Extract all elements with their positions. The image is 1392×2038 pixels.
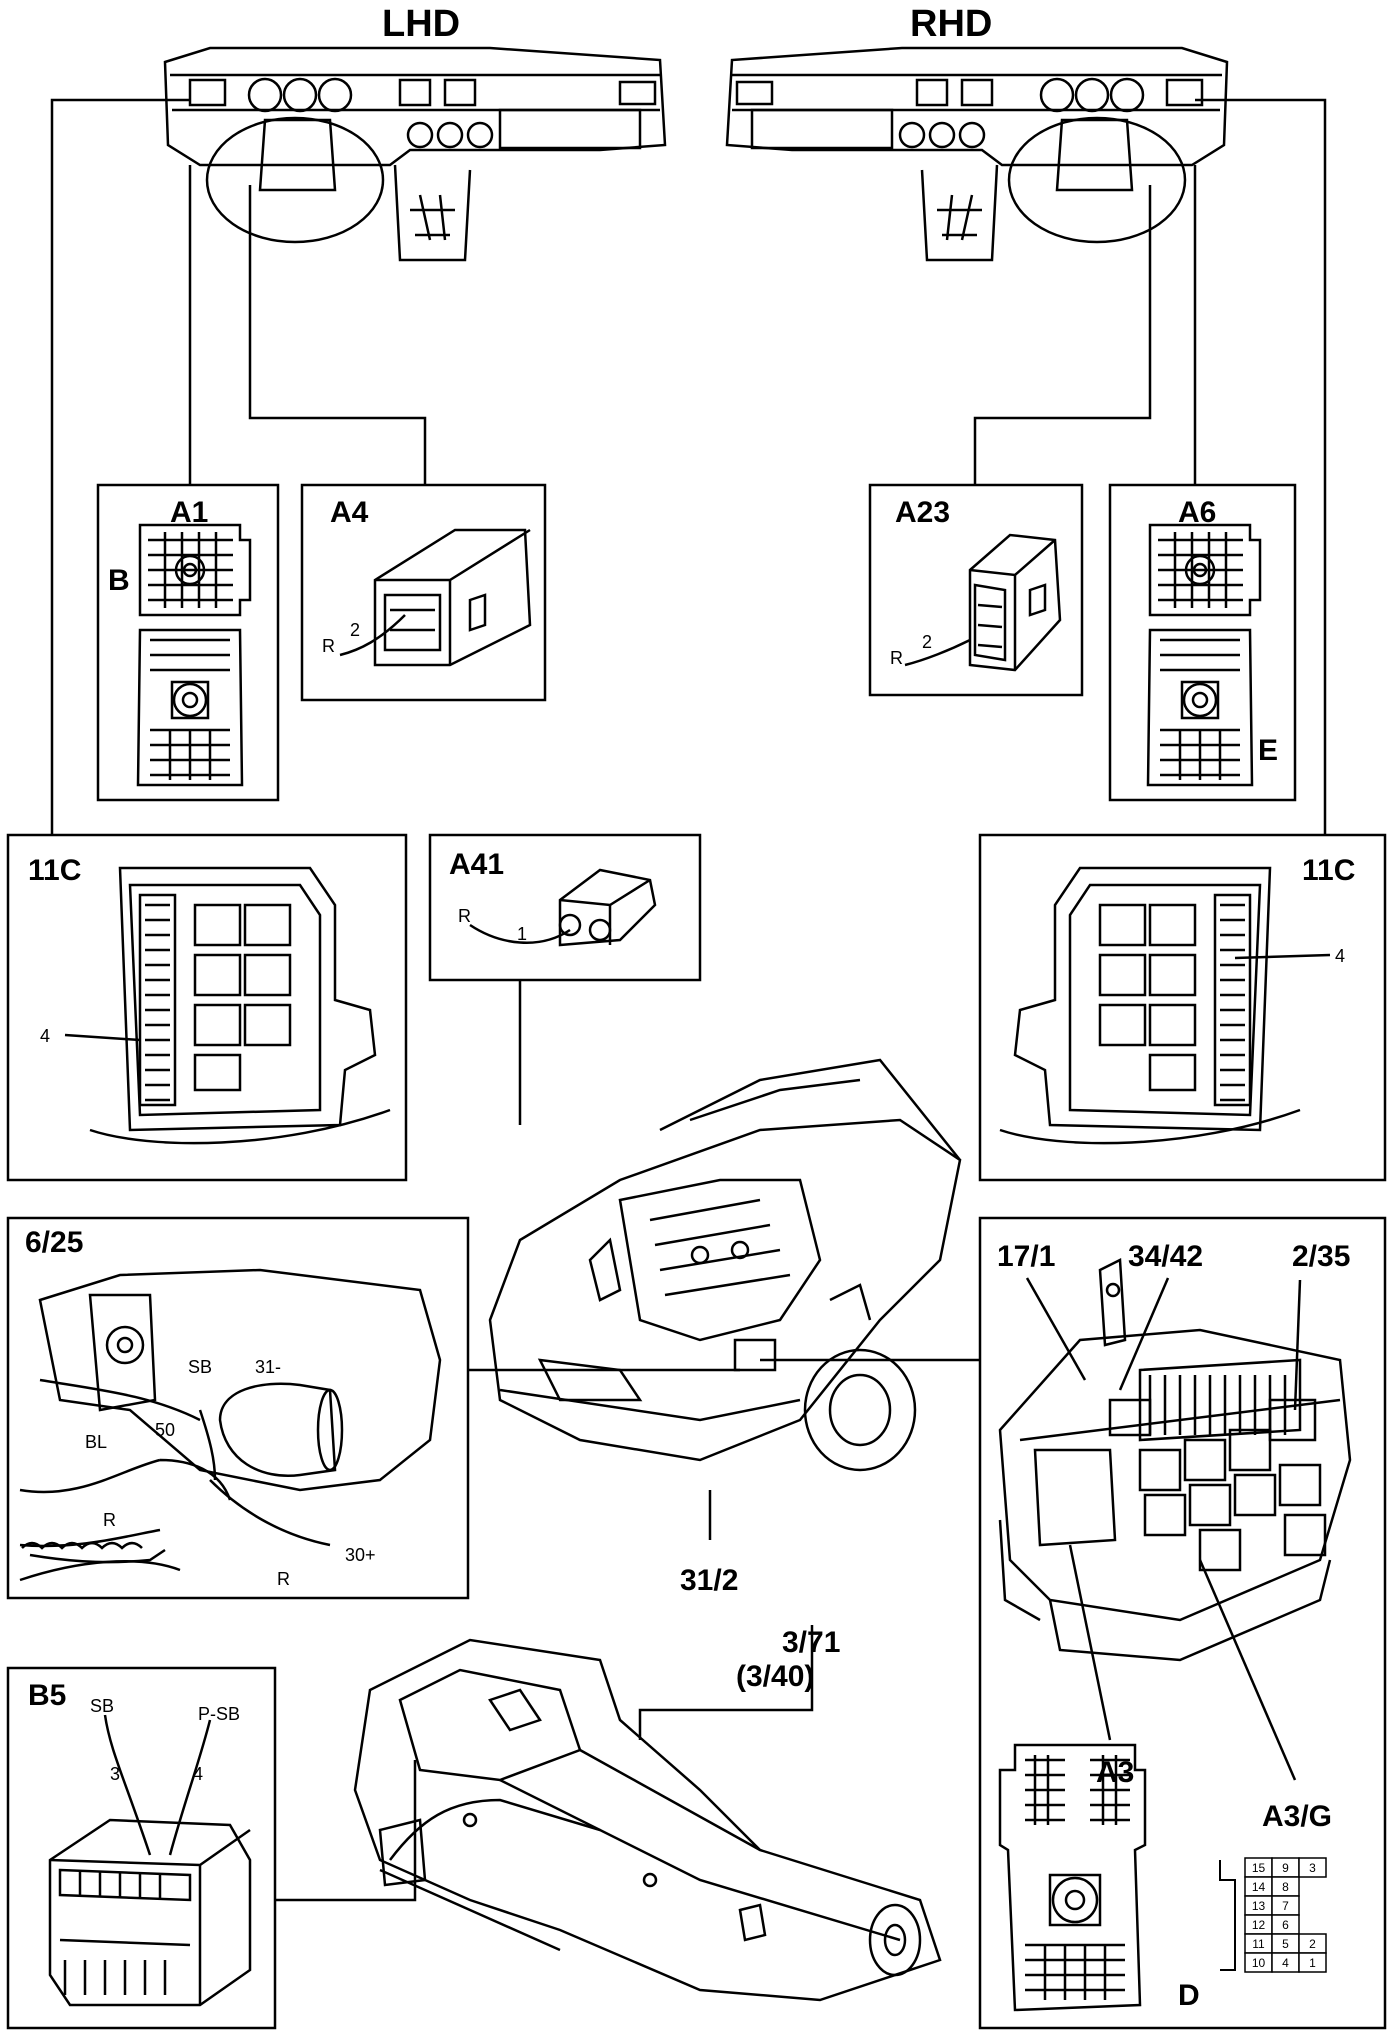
- relay-box-left-pin: 4: [40, 1026, 50, 1046]
- gearbox-label: 3/71: [782, 1626, 840, 1659]
- a3g-pinout: [1219, 1860, 1236, 1971]
- b5-wire-sb: SB: [90, 1696, 114, 1716]
- pinout-cell-label: 1: [1309, 1956, 1316, 1970]
- a4-label: A4: [330, 496, 369, 529]
- starter-wire-30plus: 30+: [345, 1545, 376, 1565]
- starter-wire-31: 31-: [255, 1357, 281, 1377]
- relay-box-right-panel: [978, 833, 1387, 1182]
- starter-wire-r2: R: [277, 1569, 290, 1589]
- relay-box-right-pin: 4: [1335, 946, 1345, 966]
- pinout-cell-label: 15: [1252, 1861, 1266, 1875]
- starter-wire-bl: BL: [85, 1432, 107, 1452]
- fuse-label-a3: A3: [1096, 1756, 1134, 1789]
- dashboard-lhd: [163, 46, 667, 262]
- starter-wire-r1: R: [103, 1510, 116, 1530]
- a1-side-label: B: [108, 564, 130, 597]
- a4-wire-label: R: [322, 636, 335, 656]
- pinout-cell-label: 6: [1282, 1918, 1289, 1932]
- pinout-cell-label: 8: [1282, 1880, 1289, 1894]
- a41-label: A41: [449, 848, 504, 881]
- a3g-pinout-grid: 15 9 3 14 8 13 7 12 6 11 5 2 10 4 1: [1244, 1857, 1327, 1973]
- pinout-cell-label: 4: [1282, 1956, 1289, 1970]
- a41-panel: [428, 833, 702, 982]
- starter-title: 6/25: [25, 1226, 83, 1259]
- b5-pin-3: 3: [110, 1764, 120, 1784]
- transmission-illustration: [353, 1638, 942, 2002]
- header-rhd: RHD: [910, 3, 992, 45]
- pinout-cell-label: 9: [1282, 1861, 1289, 1875]
- a41-pin-label: 1: [517, 924, 527, 944]
- relay-box-right-title: 11C: [1302, 854, 1355, 887]
- pinout-cell: [1298, 1952, 1327, 1973]
- fuse-label-2-35: 2/35: [1292, 1240, 1350, 1273]
- pinout-cell-label: 12: [1252, 1918, 1266, 1932]
- a1-panel: [96, 483, 280, 802]
- a4-pin-label: 2: [350, 620, 360, 640]
- pinout-cell-label: 3: [1309, 1861, 1316, 1875]
- a1-label: A1: [170, 496, 208, 529]
- pinout-cell-label: 2: [1309, 1937, 1316, 1951]
- a6-panel: [1108, 483, 1297, 802]
- pinout-cell-label: 11: [1252, 1937, 1265, 1951]
- fuse-label-d: D: [1178, 1979, 1200, 2012]
- a23-wire-label: R: [890, 648, 903, 668]
- pinout-cell-label: 14: [1252, 1880, 1266, 1894]
- starter-wire-sb: SB: [188, 1357, 212, 1377]
- pinout-cell-label: 10: [1252, 1956, 1266, 1970]
- starter-panel: [6, 1216, 470, 1600]
- pinout-cell-label: 13: [1252, 1899, 1266, 1913]
- pinout-cell-label: 5: [1282, 1937, 1289, 1951]
- a6-label: A6: [1178, 496, 1216, 529]
- relay-box-left-panel: [6, 833, 408, 1182]
- a23-panel: [868, 483, 1084, 697]
- pinout-cell: [1298, 1857, 1327, 1878]
- starter-wire-50: 50: [155, 1420, 175, 1440]
- ground-label: 31/2: [680, 1564, 738, 1597]
- relay-box-left-title: 11C: [28, 854, 81, 887]
- connection-lines: [50, 98, 1327, 1902]
- a41-wire-label: R: [458, 906, 471, 926]
- labels: LHD RHD A1 B A4 R 2 A23 R 2 A6 E 11C 4 A…: [25, 3, 1355, 2012]
- fuse-box-panel: [978, 1216, 1387, 2030]
- fuse-label-a3g: A3/G: [1262, 1800, 1332, 1833]
- a6-side-label: E: [1258, 734, 1278, 767]
- a4-panel: [300, 483, 547, 702]
- a23-pin-label: 2: [922, 632, 932, 652]
- fuse-label-17-1: 17/1: [997, 1240, 1055, 1273]
- b5-wire-psb: P-SB: [198, 1704, 240, 1724]
- a23-label: A23: [895, 496, 950, 529]
- dashboard-rhd: [725, 46, 1229, 262]
- fuse-label-34-42: 34/42: [1128, 1240, 1203, 1273]
- pinout-cell-label: 7: [1282, 1899, 1289, 1913]
- a3-connector: [998, 1743, 1147, 2012]
- header-lhd: LHD: [382, 3, 460, 45]
- car-illustration: [488, 1058, 962, 1472]
- b5-title: B5: [28, 1679, 66, 1712]
- b5-pin-4: 4: [193, 1764, 203, 1784]
- b5-panel: [6, 1666, 277, 2030]
- gearbox-label-alt: (3/40): [736, 1660, 814, 1693]
